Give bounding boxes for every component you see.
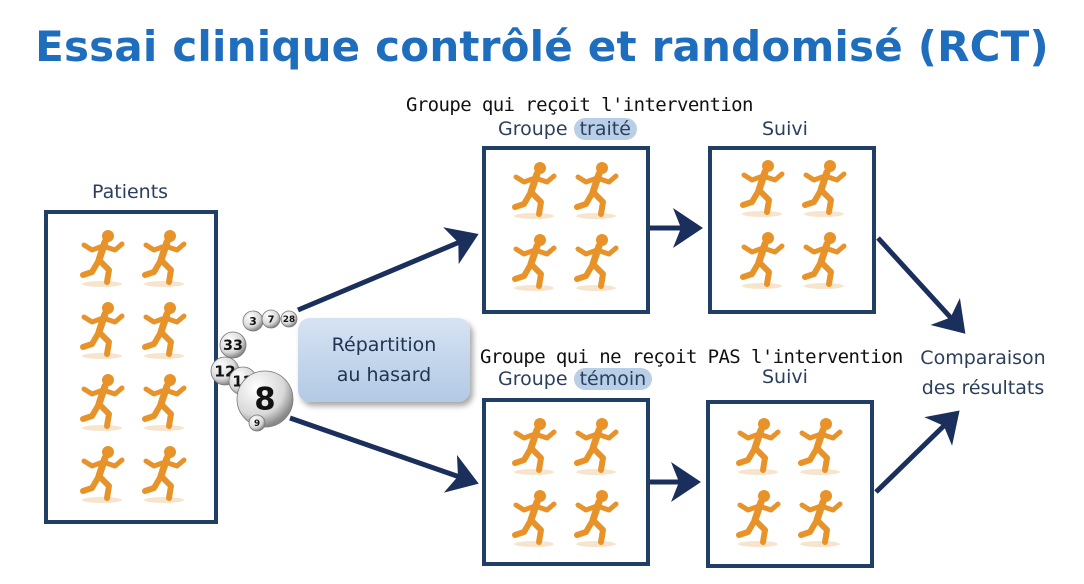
- running-person-icon: [74, 228, 130, 288]
- arrow-control-to-comparison: [874, 410, 960, 494]
- running-person-icon: [568, 232, 624, 292]
- lottery-ball-number: 3: [249, 315, 257, 328]
- running-person-icon: [730, 488, 786, 548]
- patients-label: Patients: [92, 181, 169, 203]
- treated-annotation: Groupe qui reçoit l'intervention: [406, 94, 753, 116]
- arrow-to-treated: [297, 227, 479, 313]
- randomization-box: Répartition au hasard: [298, 318, 470, 402]
- control-annotation: Groupe qui ne reçoit PAS l'intervention: [480, 346, 903, 368]
- running-person-icon: [136, 300, 192, 360]
- lottery-ball-number: 7: [268, 314, 275, 325]
- treated-label-highlight: traité: [573, 118, 637, 140]
- lottery-ball-icon: 7: [261, 309, 281, 329]
- lottery-balls-icon: 372833121289: [210, 309, 298, 432]
- running-person-icon: [136, 228, 192, 288]
- running-person-icon: [136, 444, 192, 504]
- control-followup-label: Suivi: [762, 366, 808, 388]
- page-title: Essai clinique contrôlé et randomisé (RC…: [35, 22, 1049, 71]
- running-person-icon: [136, 372, 192, 432]
- running-person-icon: [792, 416, 848, 476]
- lottery-ball-icon: 9: [248, 414, 266, 432]
- lottery-ball-number: 28: [283, 315, 295, 325]
- lottery-ball-number: 8: [254, 382, 275, 418]
- treated-group-box: [482, 146, 650, 314]
- running-person-icon: [568, 160, 624, 220]
- running-person-icon: [568, 416, 624, 476]
- lottery-ball-number: 33: [223, 338, 243, 354]
- running-person-icon: [734, 158, 790, 218]
- running-person-icon: [506, 160, 562, 220]
- running-person-icon: [730, 416, 786, 476]
- randomization-line2: au hasard: [336, 364, 432, 386]
- control-group-box: [482, 398, 650, 566]
- running-person-icon: [792, 488, 848, 548]
- control-label-highlight: témoin: [573, 368, 653, 390]
- control-label-prefix: Groupe: [498, 368, 568, 390]
- running-person-icon: [74, 372, 130, 432]
- lottery-ball-icon: 3: [242, 310, 264, 332]
- running-person-icon: [506, 416, 562, 476]
- running-person-icon: [506, 488, 562, 548]
- treated-followup-label: Suivi: [762, 118, 808, 140]
- lottery-ball-icon: 33: [219, 331, 247, 359]
- lottery-ball-icon: 28: [280, 310, 298, 328]
- lottery-ball-number: 9: [254, 419, 260, 429]
- randomization-line1: Répartition: [331, 334, 437, 356]
- control-followup-box: [706, 400, 874, 568]
- running-person-icon: [74, 444, 130, 504]
- treated-followup-box: [708, 146, 876, 314]
- treated-label-prefix: Groupe: [498, 118, 568, 140]
- comparison-label: Comparaison des résultats: [908, 343, 1058, 403]
- control-group-label: Groupe témoin: [498, 368, 653, 390]
- running-person-icon: [796, 158, 852, 218]
- arrow-to-control: [289, 415, 479, 493]
- comparison-line1: Comparaison: [920, 347, 1046, 369]
- running-person-icon: [734, 230, 790, 290]
- running-person-icon: [506, 232, 562, 292]
- lottery-ball-icon: 12: [210, 356, 240, 386]
- lottery-ball-icon: 8: [236, 370, 294, 428]
- running-person-icon: [796, 230, 852, 290]
- arrow-treated-to-comparison: [876, 236, 966, 334]
- treated-group-label: Groupe traité: [498, 118, 637, 140]
- running-person-icon: [74, 300, 130, 360]
- running-person-icon: [568, 488, 624, 548]
- comparison-line2: des résultats: [921, 377, 1045, 399]
- patients-box: [44, 210, 218, 524]
